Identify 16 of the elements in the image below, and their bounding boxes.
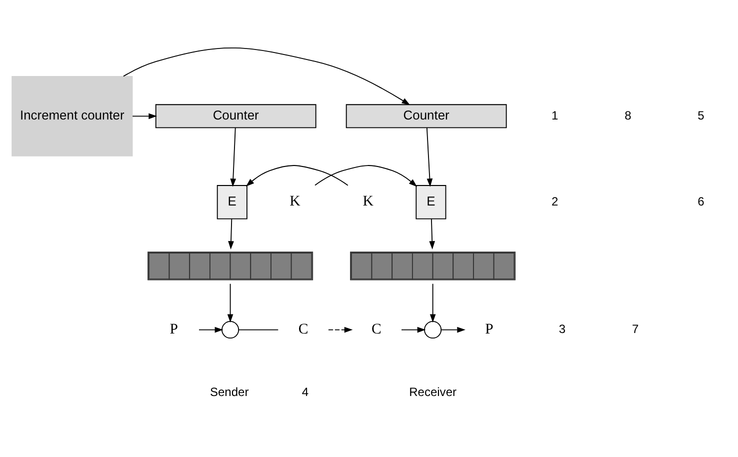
label: Receiver bbox=[409, 384, 457, 399]
label: 6 bbox=[698, 194, 704, 208]
label: 4 bbox=[302, 384, 309, 399]
label: 3 bbox=[558, 322, 566, 336]
node-text: K bbox=[362, 194, 374, 210]
node-text: C bbox=[298, 321, 308, 338]
label: 8 bbox=[624, 108, 632, 122]
node-text: K bbox=[290, 194, 300, 210]
label: 2 bbox=[552, 194, 558, 208]
node-text: P bbox=[485, 321, 494, 338]
label: 1 bbox=[552, 108, 558, 122]
node-text: C bbox=[371, 321, 382, 338]
node-text: P bbox=[170, 321, 178, 338]
label: Sender bbox=[210, 384, 249, 399]
label: 7 bbox=[632, 322, 639, 336]
label: 5 bbox=[698, 108, 704, 122]
